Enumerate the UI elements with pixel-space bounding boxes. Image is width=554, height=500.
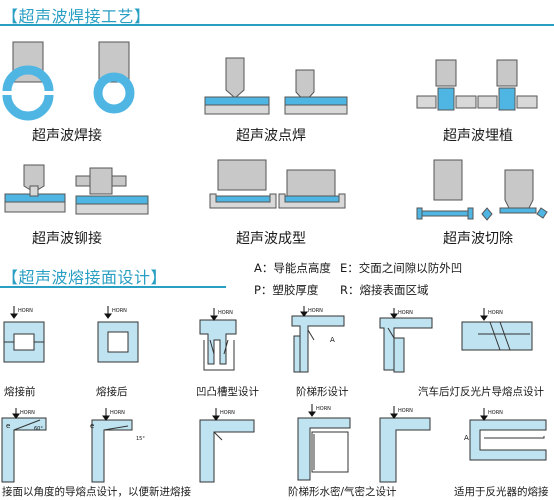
- caption-step-design: 阶梯形设计: [296, 386, 349, 398]
- label-ultrasonic-riveting: 超声波铆接: [32, 231, 102, 247]
- welding-figure: [2, 41, 135, 121]
- horn-label-6: HORN: [488, 310, 503, 316]
- horn-label-8: HORN: [110, 410, 125, 416]
- label-ultrasonic-forming: 超声波成型: [236, 231, 306, 247]
- dim-label-angle-15: 15°: [136, 436, 145, 442]
- section-title-joint-design: 【超声波熔接面设计】: [2, 268, 168, 287]
- stepped-angle-figure: [91, 419, 133, 483]
- dim-label-e-2: e: [90, 422, 94, 430]
- reflector-weld-figure: [469, 419, 547, 461]
- step-corner-figure: [379, 317, 433, 373]
- shear-joint-figure: [199, 419, 255, 483]
- caption-angled-director: 接面以角度的导熔点设计，以便新进熔接: [2, 486, 191, 498]
- caption-watertight: 阶梯形水密/气密之设计: [288, 486, 397, 498]
- step-design-figure: [291, 315, 345, 373]
- forming-figure: [209, 159, 346, 209]
- dim-label-angle-60: 60°: [34, 426, 43, 432]
- stepped-seal-figure: [379, 417, 431, 483]
- spot-welding-figure: [204, 57, 348, 115]
- section-rule-1: [0, 24, 554, 26]
- legend-e: E：交面之间隙以防外凹: [340, 261, 463, 275]
- riveting-figure: [4, 164, 149, 215]
- dim-label-a-1: A: [330, 336, 335, 344]
- dim-label-a-2: A: [464, 434, 469, 442]
- before-welding-figure: [3, 321, 45, 363]
- horn-label-3: HORN: [218, 310, 233, 316]
- horn-label-5: HORN: [398, 310, 413, 316]
- caption-reflector-weld: 适用于反光器的熔接: [454, 486, 549, 498]
- horn-label-1: HORN: [18, 308, 33, 314]
- horn-label-9: HORN: [220, 410, 235, 416]
- horn-label-4: HORN: [308, 308, 323, 314]
- horn-label-12: HORN: [488, 410, 503, 416]
- horn-label-2: HORN: [112, 308, 127, 314]
- section-rule-2: [0, 286, 226, 288]
- horn-label-7: HORN: [20, 410, 35, 416]
- lamp-reflector-figure: [461, 321, 533, 351]
- caption-before-welding: 熔接前: [4, 386, 36, 398]
- legend-p: P：塑胶厚度: [254, 283, 319, 297]
- label-ultrasonic-cutting: 超声波切除: [443, 231, 513, 247]
- caption-lamp-reflector: 汽车后灯反光片导熔点设计: [418, 386, 544, 398]
- label-ultrasonic-inserting: 超声波埋植: [443, 128, 513, 144]
- legend-a: A：导能点高度: [254, 261, 331, 275]
- inserting-figure: [416, 59, 538, 111]
- angled-director-figure: [1, 417, 47, 483]
- label-ultrasonic-spot-welding: 超声波点焊: [236, 128, 306, 144]
- horn-label-11: HORN: [398, 408, 413, 414]
- section-title-welding: 【超声波焊接工艺】: [2, 7, 151, 26]
- horn-label-10: HORN: [316, 406, 331, 412]
- caption-after-welding: 熔接后: [96, 386, 128, 398]
- legend-r: R：熔接表面区域: [340, 283, 429, 297]
- label-ultrasonic-welding: 超声波焊接: [32, 128, 102, 144]
- caption-tongue-groove: 凹凸槽型设计: [196, 386, 259, 398]
- watertight-figure: [297, 417, 351, 481]
- cutting-figure: [416, 159, 548, 221]
- after-welding-figure: [97, 321, 139, 363]
- dim-label-e-1: e: [6, 422, 10, 430]
- tongue-groove-figure: [199, 319, 237, 371]
